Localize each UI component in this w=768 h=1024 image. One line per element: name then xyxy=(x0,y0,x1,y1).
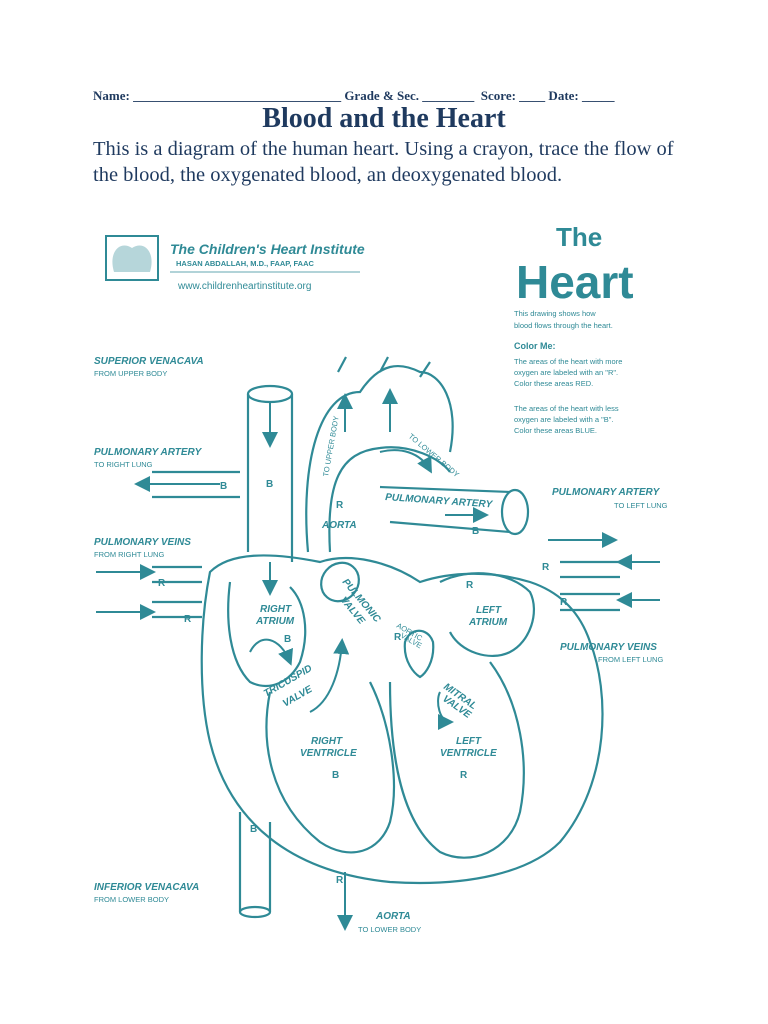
label-pulmonary-artery-center: PULMONARY ARTERY xyxy=(385,492,494,511)
page-title: Blood and the Heart xyxy=(262,103,506,134)
label-svc-sub: FROM UPPER BODY xyxy=(94,369,167,378)
label-left-ventricle-1: LEFT xyxy=(456,736,482,747)
label-superior-vena-cava: SUPERIOR VENACAVA xyxy=(94,356,204,367)
worksheet-fields-line: Name: ________________________________ G… xyxy=(93,88,615,103)
oxygen-letters: B B R R R B R R R B B R B R R xyxy=(158,479,568,886)
letter-r: R xyxy=(542,562,550,573)
color-line-1: The areas of the heart with more xyxy=(514,357,622,366)
label-pulmonary-artery-right: PULMONARY ARTERY xyxy=(94,447,203,458)
letter-r: R xyxy=(336,500,344,511)
description-line-2: blood flows through the heart. xyxy=(514,321,613,330)
heart-diagram: The Children's Heart Institute HASAN ABD… xyxy=(94,222,668,934)
label-aorta-bottom-sub: TO LOWER BODY xyxy=(358,925,421,934)
color-line-2: oxygen are labeled with an "R". xyxy=(514,368,618,377)
label-pulmonary-artery-left-sub: TO LEFT LUNG xyxy=(614,501,668,510)
institute-name: The Children's Heart Institute xyxy=(170,241,365,257)
letter-r: R xyxy=(158,578,166,589)
letter-b: B xyxy=(332,770,339,781)
label-aorta-bottom: AORTA xyxy=(375,911,411,922)
color-me-title: Color Me: xyxy=(514,341,556,351)
label-pulmonary-veins-right-sub: FROM RIGHT LUNG xyxy=(94,550,164,559)
color-line-4: The areas of the heart with less xyxy=(514,404,619,413)
label-right-ventricle-1: RIGHT xyxy=(311,736,343,747)
label-inferior-vena-cava: INFERIOR VENACAVA xyxy=(94,882,199,893)
letter-r: R xyxy=(460,770,468,781)
label-left-atrium-1: LEFT xyxy=(476,605,502,616)
label-right-ventricle-2: VENTRICLE xyxy=(300,748,357,759)
heading-heart: Heart xyxy=(516,256,634,308)
diagram-labels: SUPERIOR VENACAVA FROM UPPER BODY PULMON… xyxy=(94,356,668,934)
letter-b: B xyxy=(284,634,291,645)
label-aorta: AORTA xyxy=(321,520,357,531)
label-ivc-sub: FROM LOWER BODY xyxy=(94,895,169,904)
label-left-ventricle-2: VENTRICLE xyxy=(440,748,497,759)
letter-r: R xyxy=(184,614,192,625)
logo-heart-icon xyxy=(105,235,159,281)
letter-b: B xyxy=(220,481,227,492)
heading-the: The xyxy=(556,222,602,252)
institute-doctor: HASAN ABDALLAH, M.D., FAAP, FAAC xyxy=(176,259,315,268)
letter-b: B xyxy=(250,824,257,835)
label-pulmonary-veins-left-sub: FROM LEFT LUNG xyxy=(598,655,663,664)
label-pulmonary-artery-left: PULMONARY ARTERY xyxy=(552,487,661,498)
label-pulmonary-veins-left: PULMONARY VEINS xyxy=(560,642,657,653)
label-pulmonary-artery-right-sub: TO RIGHT LUNG xyxy=(94,460,153,469)
flow-arrows xyxy=(96,388,660,931)
color-line-5: oxygen are labeled with a "B". xyxy=(514,415,614,424)
letter-r: R xyxy=(560,597,568,608)
instructions-text: This is a diagram of the human heart. Us… xyxy=(93,138,674,186)
letter-r: R xyxy=(336,875,344,886)
label-pulmonary-veins-right: PULMONARY VEINS xyxy=(94,537,191,548)
color-line-6: Color these areas BLUE. xyxy=(514,426,597,435)
heart-outline xyxy=(152,356,620,919)
label-to-upper-body: TO UPPER BODY xyxy=(321,415,341,477)
description-line-1: This drawing shows how xyxy=(514,309,596,318)
letter-r: R xyxy=(466,580,474,591)
institute-logo: The Children's Heart Institute HASAN ABD… xyxy=(105,235,365,292)
color-line-3: Color these areas RED. xyxy=(514,379,593,388)
letter-b: B xyxy=(266,479,273,490)
letter-r: R xyxy=(394,632,402,643)
label-right-atrium-2: ATRIUM xyxy=(255,616,295,627)
letter-b: B xyxy=(472,526,479,537)
institute-url: www.childrenheartinstitute.org xyxy=(177,281,311,292)
label-left-atrium-2: ATRIUM xyxy=(468,617,508,628)
label-right-atrium-1: RIGHT xyxy=(260,604,292,615)
